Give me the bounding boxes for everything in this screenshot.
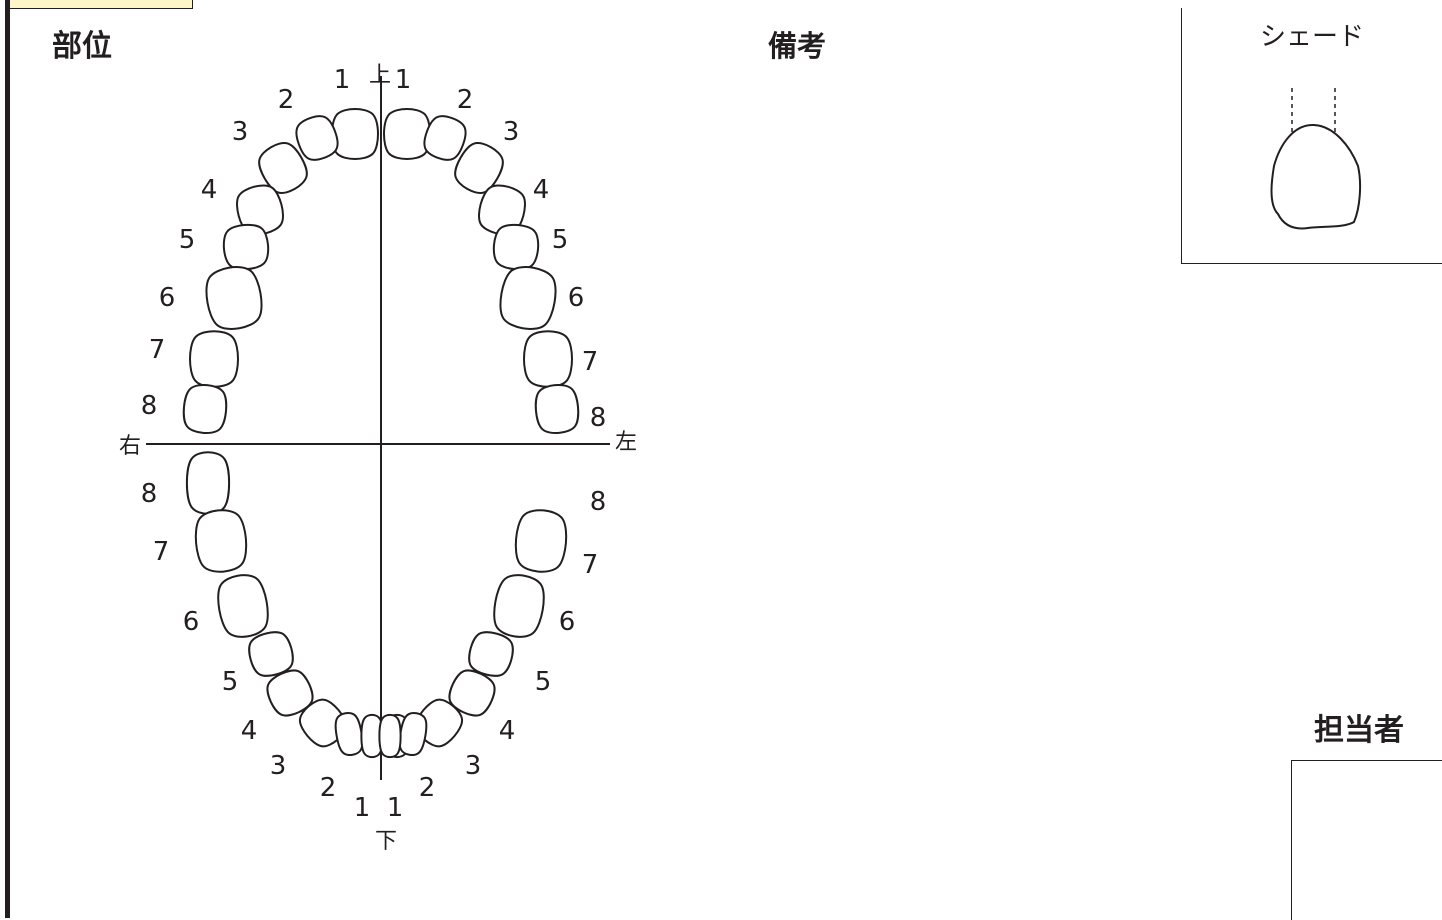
tooth-number-lower-right-5: 5 [222, 667, 239, 697]
tooth-number-lower-right-8: 8 [141, 479, 158, 509]
tooth-number-upper-left-1: 1 [395, 65, 412, 95]
tooth-number-lower-left-1: 1 [387, 793, 404, 823]
tooth-number-upper-right-6: 6 [159, 283, 176, 313]
tooth-number-upper-right-8: 8 [141, 391, 158, 421]
tooth-number-upper-right-4: 4 [201, 175, 218, 205]
shade-tooth-icon [1182, 8, 1442, 264]
tooth-upper-left-7[interactable] [524, 331, 572, 387]
tooth-upper-left-1[interactable] [384, 109, 430, 159]
tooth-upper-left-6[interactable] [496, 263, 560, 333]
tooth-number-upper-right-1: 1 [334, 65, 351, 95]
tooth-number-upper-left-6: 6 [568, 283, 585, 313]
staff-signature-box[interactable] [1291, 760, 1442, 920]
tooth-upper-left-8[interactable] [534, 383, 580, 434]
tooth-number-lower-right-4: 4 [241, 716, 258, 746]
tooth-upper-right-6[interactable] [202, 263, 266, 333]
tooth-lower-right-7[interactable] [333, 711, 365, 757]
tooth-number-lower-left-5: 5 [535, 667, 552, 697]
tooth-number-lower-left-7: 7 [582, 550, 599, 580]
tooth-number-upper-right-5: 5 [179, 225, 196, 255]
tooth-number-upper-right-3: 3 [232, 117, 249, 147]
tooth-number-lower-left-4: 4 [499, 716, 516, 746]
remarks-heading: 備考 [768, 32, 826, 61]
tooth-upper-right-5[interactable] [222, 223, 270, 271]
tooth-lower-left-2[interactable] [513, 508, 568, 574]
label-right: 右 [119, 434, 141, 459]
tooth-number-upper-left-8: 8 [590, 403, 607, 433]
label-upper: 上 [369, 63, 391, 88]
tooth-number-upper-left-2: 2 [457, 85, 474, 115]
tooth-lower-right-2[interactable] [193, 508, 248, 574]
tooth-number-lower-right-6: 6 [183, 607, 200, 637]
tooth-number-lower-left-8: 8 [590, 487, 607, 517]
label-left: 左 [615, 430, 637, 455]
tooth-number-lower-left-6: 6 [559, 607, 576, 637]
tooth-number-lower-right-2: 2 [320, 773, 337, 803]
tooth-number-lower-left-3: 3 [465, 751, 482, 781]
tooth-number-upper-right-7: 7 [149, 335, 166, 365]
label-lower: 下 [375, 829, 397, 854]
tooth-number-upper-left-5: 5 [552, 225, 569, 255]
tooth-number-lower-right-1: 1 [354, 793, 371, 823]
tooth-number-lower-left-2: 2 [419, 773, 436, 803]
tooth-number-upper-left-3: 3 [503, 117, 520, 147]
tooth-lower-right-3[interactable] [214, 572, 272, 641]
tooth-number-lower-right-7: 7 [153, 537, 170, 567]
tooth-upper-right-7[interactable] [190, 331, 238, 387]
shade-box[interactable]: シェード [1181, 8, 1442, 264]
staff-heading: 担当者 [1314, 716, 1404, 746]
tooth-number-upper-right-2: 2 [278, 85, 295, 115]
tooth-lower-left-3[interactable] [490, 572, 548, 641]
tooth-upper-right-1[interactable] [332, 109, 378, 159]
tooth-lower-left-8[interactable] [379, 715, 400, 757]
tooth-number-upper-left-4: 4 [533, 175, 550, 205]
tooth-number-lower-right-3: 3 [270, 751, 287, 781]
tooth-number-upper-left-7: 7 [582, 347, 599, 377]
tooth-upper-left-5[interactable] [492, 223, 540, 271]
tooth-upper-right-8[interactable] [182, 383, 228, 434]
tooth-lower-right-1[interactable] [187, 452, 229, 513]
